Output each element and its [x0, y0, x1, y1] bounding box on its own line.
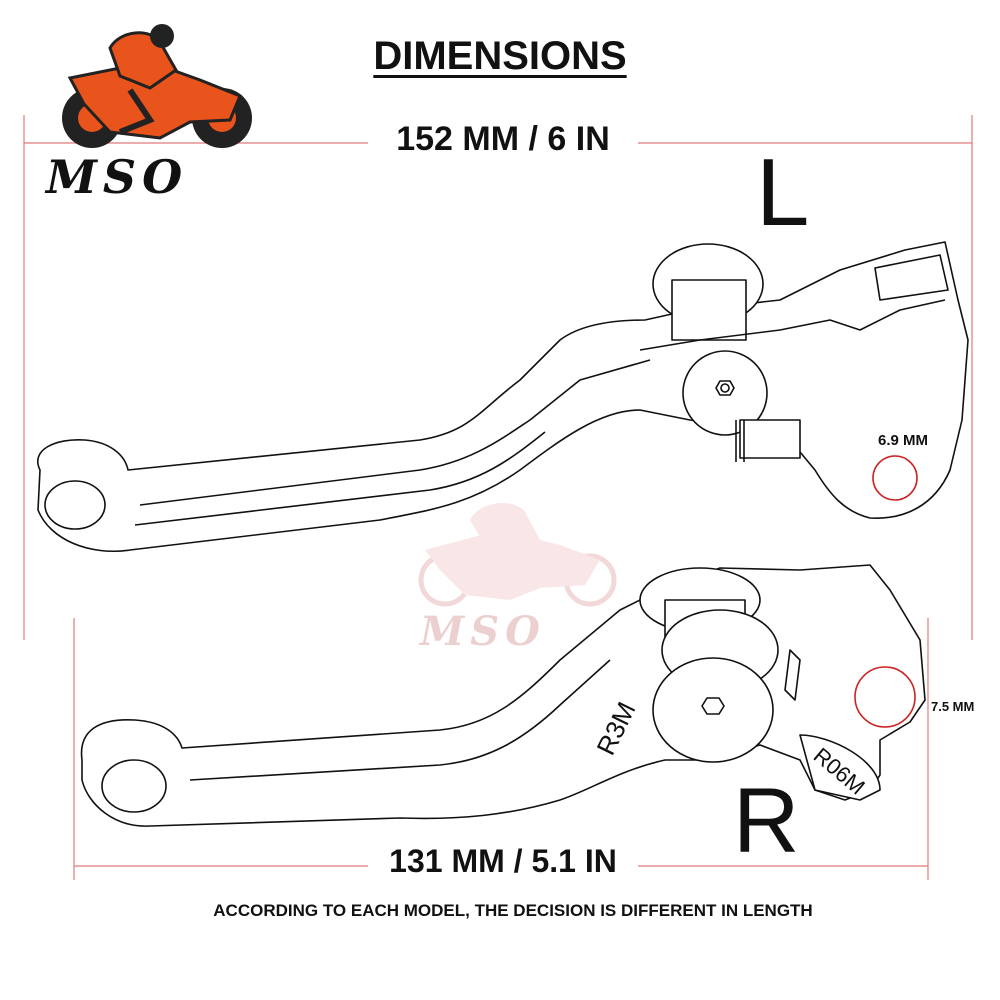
left-pivot-hole-ring — [872, 455, 918, 501]
brand-logo-text: MSO — [46, 150, 189, 204]
left-hole-size-label: 6.9 MM — [878, 432, 929, 449]
watermark-brand-text: MSO — [420, 608, 547, 655]
right-brake-lever: R3M R06M — [80, 564, 926, 827]
length-note: ACCORDING TO EACH MODEL, THE DECISION IS… — [213, 901, 813, 920]
left-side-marker: L — [756, 139, 810, 246]
page-title-text: DIMENSIONS — [373, 34, 627, 78]
watermark-logo-icon — [418, 502, 617, 607]
right-pivot-hole-ring — [854, 666, 916, 728]
right-hole-size-label: 7.5 MM — [931, 699, 975, 714]
logo-motorcycle-icon — [62, 24, 252, 148]
page-title: DIMENSIONS — [0, 34, 1000, 79]
left-brake-lever — [37, 241, 969, 552]
right-lever-length-label: 131 MM / 5.1 IN — [368, 843, 638, 880]
left-lever-length-label: 152 MM / 6 IN — [368, 120, 638, 159]
right-side-marker: R — [733, 770, 800, 872]
